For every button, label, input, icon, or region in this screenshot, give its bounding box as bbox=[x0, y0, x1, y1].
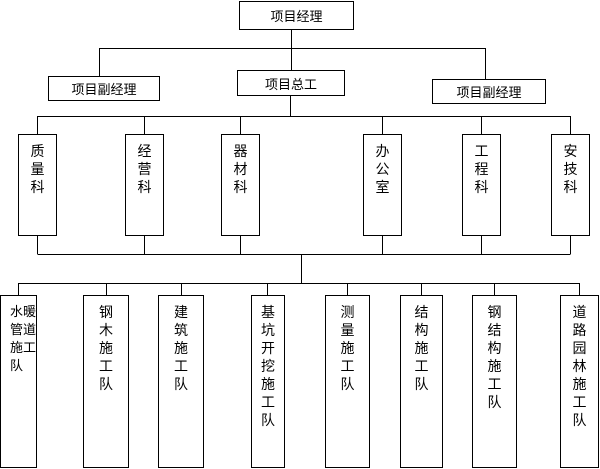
dept-char: 程 bbox=[474, 162, 489, 178]
node-team-plumbing-heating: 水暖 管道 施工 队 bbox=[0, 295, 37, 468]
dept-char: 材 bbox=[233, 162, 248, 178]
team-char: 队 bbox=[174, 377, 188, 393]
node-deputy-manager-right: 项目副经理 bbox=[432, 79, 546, 104]
team-char: 工 bbox=[487, 377, 502, 393]
dept-char: 科 bbox=[563, 180, 578, 196]
node-dept-equipment: 器 材 科 bbox=[221, 134, 260, 236]
team-char: 钢 bbox=[99, 305, 113, 321]
dept-char: 质 bbox=[30, 144, 45, 160]
team-text: 水暖 bbox=[10, 305, 37, 320]
team-char: 钢 bbox=[487, 305, 502, 321]
node-dept-safety: 安 技 科 bbox=[551, 134, 590, 236]
team-char: 队 bbox=[572, 413, 587, 429]
team-char: 工 bbox=[99, 359, 113, 375]
node-label: 项目副经理 bbox=[71, 83, 137, 98]
team-char: 施 bbox=[261, 377, 275, 393]
node-team-steel-wood: 钢 木 施 工 队 bbox=[83, 295, 129, 468]
dept-char: 科 bbox=[474, 180, 489, 196]
dept-char: 室 bbox=[375, 180, 390, 196]
team-char: 测 bbox=[340, 305, 355, 321]
team-char: 工 bbox=[340, 359, 355, 375]
dept-char: 安 bbox=[563, 144, 578, 160]
team-char: 施 bbox=[414, 341, 429, 357]
team-char: 施 bbox=[572, 377, 587, 393]
team-char: 结 bbox=[414, 305, 429, 321]
dept-char: 科 bbox=[233, 180, 248, 196]
team-char: 挖 bbox=[261, 359, 275, 375]
dept-char: 办 bbox=[375, 144, 390, 160]
node-project-manager: 项目经理 bbox=[239, 1, 354, 30]
team-char: 队 bbox=[261, 413, 275, 429]
team-char: 结 bbox=[487, 323, 502, 339]
team-char: 坑 bbox=[261, 323, 275, 339]
node-dept-office: 办 公 室 bbox=[363, 134, 402, 236]
node-dept-quality: 质 量 科 bbox=[18, 134, 57, 236]
node-label: 项目经理 bbox=[270, 10, 323, 25]
team-char: 构 bbox=[487, 341, 502, 357]
team-char: 基 bbox=[261, 305, 275, 321]
team-text: 施工 bbox=[10, 341, 37, 356]
team-char: 林 bbox=[572, 359, 587, 375]
team-char: 队 bbox=[414, 377, 429, 393]
team-char: 工 bbox=[572, 395, 587, 411]
dept-char: 器 bbox=[233, 144, 248, 160]
team-char: 路 bbox=[572, 323, 587, 339]
team-char: 建 bbox=[174, 305, 188, 321]
team-char: 工 bbox=[414, 359, 429, 375]
dept-char: 经 bbox=[137, 144, 152, 160]
node-label: 项目总工 bbox=[264, 77, 317, 93]
node-deputy-manager-left: 项目副经理 bbox=[48, 76, 160, 101]
team-char: 队 bbox=[340, 377, 355, 393]
node-team-foundation-pit: 基 坑 开 挖 施 工 队 bbox=[251, 295, 285, 468]
node-label: 项目副经理 bbox=[456, 86, 522, 101]
node-team-structure: 结 构 施 工 队 bbox=[400, 295, 443, 468]
node-team-survey: 测 量 施 工 队 bbox=[325, 295, 370, 468]
team-char: 园 bbox=[572, 341, 587, 357]
team-char: 构 bbox=[414, 323, 429, 339]
node-dept-operations: 经 营 科 bbox=[125, 134, 164, 236]
dept-char: 科 bbox=[30, 180, 45, 196]
dept-char: 技 bbox=[563, 162, 578, 178]
team-char: 工 bbox=[261, 395, 275, 411]
team-text: 队 bbox=[10, 359, 24, 374]
team-char: 开 bbox=[261, 341, 275, 357]
team-char: 施 bbox=[487, 359, 502, 375]
team-char: 施 bbox=[340, 341, 355, 357]
team-char: 施 bbox=[99, 341, 113, 357]
team-char: 量 bbox=[340, 323, 355, 339]
node-team-steel-structure: 钢 结 构 施 工 队 bbox=[472, 295, 517, 468]
team-char: 筑 bbox=[174, 323, 188, 339]
dept-char: 量 bbox=[30, 162, 45, 178]
team-char: 工 bbox=[174, 359, 188, 375]
dept-char: 科 bbox=[137, 180, 152, 196]
team-text: 管道 bbox=[10, 323, 37, 338]
team-char: 木 bbox=[99, 323, 113, 339]
node-team-road-landscape: 道 路 园 林 施 工 队 bbox=[560, 295, 599, 468]
dept-char: 工 bbox=[474, 144, 489, 160]
dept-char: 公 bbox=[375, 162, 390, 178]
node-chief-engineer: 项目总工 bbox=[237, 70, 345, 96]
team-char: 道 bbox=[572, 305, 587, 321]
node-team-building: 建 筑 施 工 队 bbox=[158, 295, 204, 468]
dept-char: 营 bbox=[137, 162, 152, 178]
team-char: 队 bbox=[99, 377, 113, 393]
team-char: 施 bbox=[174, 341, 188, 357]
team-char: 队 bbox=[487, 395, 502, 411]
node-dept-engineering: 工 程 科 bbox=[462, 134, 501, 236]
